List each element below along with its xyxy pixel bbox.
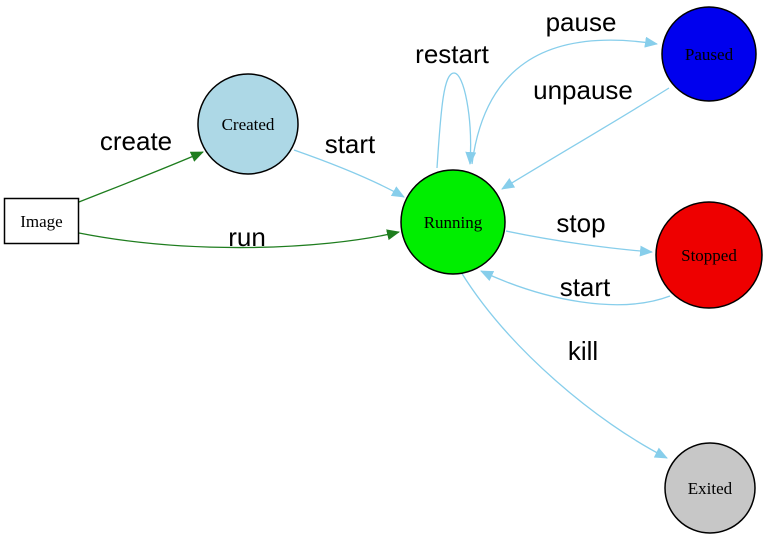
node-stopped: Stopped [655,201,763,309]
node-image-box [3,197,80,245]
edge-start-created-running [293,149,405,198]
edge-pause [471,36,658,165]
node-paused-label: Paused [685,45,734,64]
node-image: Image [3,197,80,245]
node-paused: Paused [661,6,757,102]
edge-label-start-created: start [325,129,376,159]
edge-label-create: create [100,126,172,156]
node-paused-circle [661,6,757,102]
node-stopped-circle [655,201,763,309]
node-exited: Exited [664,442,756,534]
edge-label-stop: stop [556,208,605,238]
edge-create [78,151,204,203]
edge-stop [505,230,653,257]
edge-restart-self-loop [436,72,477,169]
node-running: Running [400,169,506,275]
node-created: Created [197,73,299,175]
edge-unpause [501,87,670,190]
node-running-circle [400,169,506,275]
node-running-label: Running [424,213,483,232]
edge-label-run: run [228,222,266,252]
node-created-circle [197,73,299,175]
edge-label-unpause: unpause [533,75,633,105]
edge-label-pause: pause [546,7,617,37]
edge-start-stopped-running [480,270,671,306]
edge-run [78,229,400,249]
edge-kill [460,271,668,459]
node-image-label: Image [20,212,62,231]
node-stopped-label: Stopped [681,246,737,265]
edge-label-kill: kill [568,336,598,366]
edge-label-restart: restart [415,39,489,69]
node-created-label: Created [222,115,275,134]
edge-label-start-stopped: start [560,272,611,302]
node-exited-circle [664,442,756,534]
node-exited-label: Exited [688,479,733,498]
